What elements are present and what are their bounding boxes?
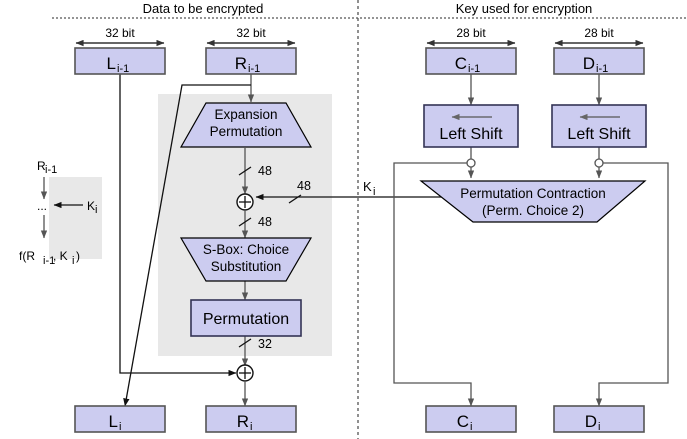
legend-f-background xyxy=(49,177,102,259)
box-d-prev-sub: i-1 xyxy=(596,63,608,75)
box-c-prev-sub: i-1 xyxy=(468,63,480,75)
box-d-next-sub: i xyxy=(598,421,600,433)
dimension-label-left-key: 28 bit xyxy=(456,26,486,40)
legend-output-sub2: i xyxy=(72,255,74,267)
permutation-contraction-line1: Permutation Contraction xyxy=(460,186,606,201)
box-r-prev[interactable] xyxy=(205,47,297,75)
expansion-permutation-line1: Expansion xyxy=(214,107,277,122)
box-l-prev-sub: i-1 xyxy=(117,63,129,75)
box-c-next-sub: i xyxy=(470,421,472,433)
box-r-next[interactable] xyxy=(205,405,297,433)
sbox-line1: S-Box: Choice xyxy=(203,242,289,257)
box-l-next-label: L xyxy=(109,412,118,431)
box-d-prev-label: D xyxy=(583,54,595,73)
expansion-permutation-line2: Permutation xyxy=(210,124,283,139)
box-d-prev[interactable] xyxy=(553,47,645,75)
permutation-contraction-shape[interactable] xyxy=(419,180,647,223)
box-d-next[interactable] xyxy=(553,405,645,433)
box-r-next-sub: i xyxy=(250,421,252,433)
left-shift-box-d[interactable] xyxy=(551,104,647,148)
wire-label-32-after-permutation: 32 xyxy=(258,337,272,351)
dimension-label-right-key: 28 bit xyxy=(584,26,614,40)
permutation-label: Permutation xyxy=(203,311,289,328)
legend-input-label: R xyxy=(37,159,46,173)
permutation-box[interactable] xyxy=(190,299,302,337)
bitwidth-slash-48-b xyxy=(238,217,252,227)
bitwidth-slash-48-a xyxy=(238,166,252,176)
box-r-prev-label: R xyxy=(235,54,247,73)
left-shift-label-c: Left Shift xyxy=(439,126,503,143)
right-section-title: Key used for encryption xyxy=(456,1,593,16)
left-shift-label-d: Left Shift xyxy=(567,126,631,143)
box-r-prev-sub: i-1 xyxy=(248,63,260,75)
dimension-label-right-data: 32 bit xyxy=(236,26,266,40)
expansion-permutation-shape[interactable] xyxy=(179,102,313,148)
wire-label-48-after-expansion: 48 xyxy=(258,164,272,178)
bitwidth-slash-48-key xyxy=(288,194,302,204)
dimension-label-left-data: 32 bit xyxy=(105,26,135,40)
box-l-next-sub: i xyxy=(119,421,121,433)
junction-dot-c xyxy=(466,158,476,168)
legend-ellipsis: ... xyxy=(37,199,47,213)
left-shift-box-c[interactable] xyxy=(423,104,519,148)
box-c-prev-label: C xyxy=(455,54,467,73)
junction-dot-d xyxy=(594,158,604,168)
subkey-label-sub: i xyxy=(373,186,375,198)
wire-branch-to-c-next xyxy=(393,162,475,407)
wire-label-48-subkey: 48 xyxy=(297,179,311,193)
box-c-prev[interactable] xyxy=(425,47,517,75)
bitwidth-slash-32-b xyxy=(238,338,252,348)
legend-input-sub: i-1 xyxy=(45,164,57,176)
legend-output-label: f(R xyxy=(19,249,35,263)
legend-output-mid: , K xyxy=(53,249,68,263)
box-l-next[interactable] xyxy=(74,405,166,433)
wire-branch-to-d-next xyxy=(595,162,669,407)
box-c-next[interactable] xyxy=(425,405,517,433)
wire-r-prev-to-l-next xyxy=(123,84,251,407)
sbox-line2: Substitution xyxy=(211,259,282,274)
legend-key-sub: i xyxy=(95,204,97,216)
sbox-choice-substitution-shape[interactable] xyxy=(179,237,313,282)
box-l-prev[interactable] xyxy=(74,47,166,75)
left-section-title: Data to be encrypted xyxy=(143,1,264,16)
box-r-next-label: R xyxy=(237,412,249,431)
subkey-label: K xyxy=(363,179,372,194)
wire-l-prev-to-xor xyxy=(119,74,237,377)
box-d-next-label: D xyxy=(585,412,597,431)
box-c-next-label: C xyxy=(457,412,469,431)
permutation-contraction-line2: (Perm. Choice 2) xyxy=(482,203,584,218)
legend-output-sub1: i-1 xyxy=(43,255,55,267)
legend-output-end: ) xyxy=(76,249,80,263)
box-l-prev-label: L xyxy=(107,54,116,73)
wire-label-48-after-xor: 48 xyxy=(258,215,272,229)
legend-key-label: K xyxy=(87,199,95,213)
